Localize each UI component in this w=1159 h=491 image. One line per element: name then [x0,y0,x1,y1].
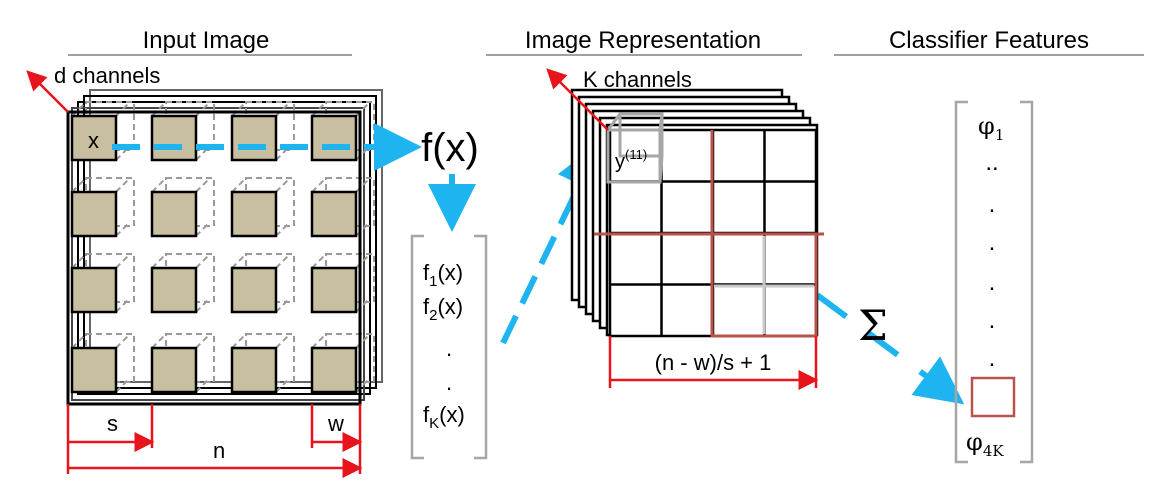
classifier-vector: φ1 ....... φ4K [954,100,1034,464]
input-tile [310,114,358,162]
w-label: w [327,411,344,436]
header-classifier-label: Classifier Features [889,27,1089,54]
k-channels-axis-arrow [546,68,609,131]
vector-left-bracket [410,234,424,460]
input-tile [70,114,118,162]
classifier-dots: ....... [985,149,998,372]
input-tile [150,114,198,162]
input-tile [230,266,278,314]
dimension-markers [66,404,363,478]
y-cube [606,112,664,184]
header-input: Input Image [68,27,352,56]
input-channels-label: d channels [54,63,160,88]
classifier-dot: . [989,191,996,218]
channels-axis-arrow [26,70,69,113]
pooling-light-lines [714,236,814,334]
vector-right-bracket [474,234,488,460]
sum-symbol: Σ [858,301,888,350]
pooling-lines [594,130,824,338]
input-tile [230,190,278,238]
y-label: y(11) [615,147,647,173]
input-image: d channels x s w n [26,63,383,478]
input-tile [310,266,358,314]
n-label: n [213,438,225,463]
input-tile [150,190,198,238]
flow-arrows [112,123,965,405]
classifier-dot: .. [985,149,998,176]
classifier-dot: . [989,307,996,334]
vector-dot-1: . [446,336,452,361]
phi-1: φ1 [978,112,1004,144]
representation-dim-marker [608,336,819,390]
x-label: x [88,128,99,153]
input-tile [230,346,278,394]
header-representation-label: Image Representation [525,27,761,54]
feature-vector: f1(x) f2(x) . . fK(x) [410,234,488,460]
input-image-tiles [70,114,358,394]
representation-dim-label: (n - w)/s + 1 [655,350,772,375]
representation-channels-label: K channels [583,67,692,92]
input-tile [230,114,278,162]
vector-f1: f1(x) [423,260,463,290]
header-representation: Image Representation [486,27,802,56]
input-tile [70,346,118,394]
vector-to-y-arrow [500,141,602,345]
fx-label: f(x) [421,126,479,170]
input-tile [70,190,118,238]
classifier-dot: . [989,229,996,256]
vector-f2: f2(x) [423,294,463,324]
header-classifier: Classifier Features [834,27,1144,56]
phi-4K: φ4K [966,428,1004,460]
classifier-left-bracket [954,100,968,464]
input-tile [70,266,118,314]
classifier-right-bracket [1020,100,1034,464]
classifier-dot: . [989,345,996,372]
pooling-quadrant [710,232,818,338]
pooled-feature-cell [970,376,1016,418]
input-tile [310,346,358,394]
representation-stack: y(11) K channels (n - w)/s + 1 [546,67,824,390]
input-tile [310,190,358,238]
header-input-label: Input Image [143,27,270,54]
vector-dot-2: . [446,370,452,395]
input-image-front [66,110,362,406]
vector-fK: fK(x) [423,402,465,432]
input-tile [150,346,198,394]
input-tile [150,266,198,314]
classifier-dot: . [989,269,996,296]
s-label: s [107,411,118,436]
